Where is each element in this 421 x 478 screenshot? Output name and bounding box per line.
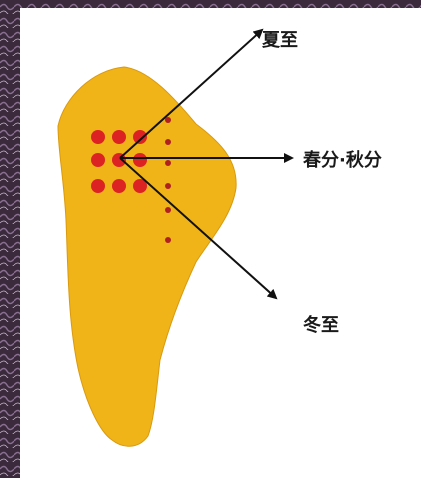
large-dot: [133, 153, 147, 167]
small-dot: [165, 183, 171, 189]
small-dot: [165, 160, 171, 166]
large-dot: [91, 153, 105, 167]
small-dot: [165, 237, 171, 243]
small-dot: [165, 139, 171, 145]
label-summer-solstice: 夏至: [262, 30, 298, 51]
large-dot: [91, 130, 105, 144]
small-dot: [165, 207, 171, 213]
label-equinox: 春分·秋分: [303, 149, 382, 171]
large-dot: [112, 179, 126, 193]
large-dot: [91, 179, 105, 193]
large-dot-grid: [91, 130, 147, 193]
large-dot: [133, 130, 147, 144]
large-dot: [112, 130, 126, 144]
label-winter-solstice: 冬至: [303, 314, 339, 336]
